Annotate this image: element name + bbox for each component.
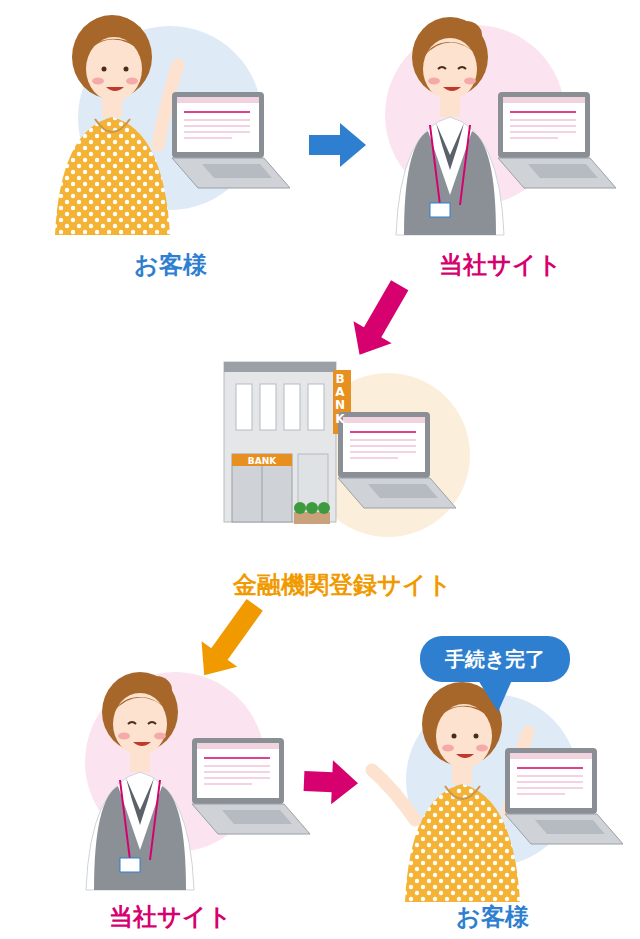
node-label: 金融機関登録サイト — [202, 571, 483, 600]
site-panel: 当社サイト — [42, 680, 298, 932]
arrow-head — [340, 123, 366, 167]
node-label: 当社サイト — [372, 251, 628, 280]
site-panel: 当社サイト — [372, 10, 628, 280]
arrow-head — [202, 641, 238, 675]
flow-arrow — [309, 123, 366, 167]
flow-arrow — [304, 760, 358, 804]
door-sign: BANK — [232, 455, 292, 467]
arrow-shaft — [372, 285, 400, 333]
arrow-shaft — [304, 781, 333, 782]
customer-panel: お客様 — [37, 10, 303, 280]
arrow-head — [331, 760, 358, 804]
bubble-text: 手続き完了 — [445, 646, 545, 673]
speech-bubble: 手続き完了 — [420, 636, 570, 682]
node-label: お客様 — [37, 251, 303, 280]
arrow-shaft — [309, 135, 341, 155]
customer-panel: お客様 — [364, 700, 620, 932]
node-label: お客様 — [364, 903, 620, 932]
arrow-head — [353, 321, 391, 355]
node-label: 当社サイト — [42, 903, 298, 932]
flow-arrow — [353, 285, 399, 355]
arrow-shaft — [219, 605, 255, 655]
flow-arrow — [202, 605, 255, 675]
bank-sign: BANK — [334, 373, 346, 426]
